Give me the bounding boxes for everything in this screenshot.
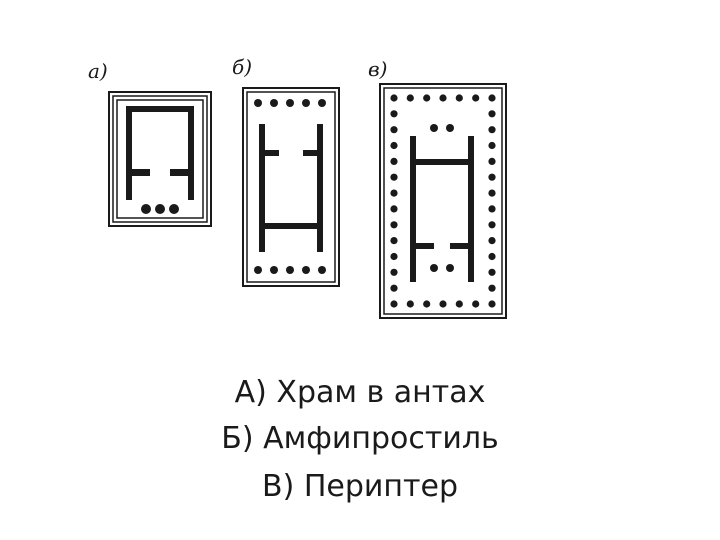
plan-c-peristyle-column bbox=[390, 189, 398, 197]
plan-b-column bbox=[286, 266, 294, 274]
plan-b-front-wall-right bbox=[303, 150, 323, 156]
plan-a-cella-wall bbox=[126, 106, 194, 200]
plan-c-peristyle-column bbox=[406, 94, 414, 102]
plan-c-peristyle-column bbox=[390, 110, 398, 118]
plan-a-temple-in-antis: а) bbox=[88, 59, 212, 227]
plan-c-peristyle-column bbox=[390, 268, 398, 276]
plan-c-peristyle-column bbox=[488, 173, 496, 181]
plan-c-peristyle-column bbox=[390, 94, 398, 102]
plan-c-column bbox=[430, 124, 438, 132]
plan-a-column bbox=[155, 204, 165, 214]
plan-b-label: б) bbox=[232, 55, 252, 79]
plan-c-peristyle-column bbox=[390, 141, 398, 150]
plan-c-peristyle-column bbox=[439, 300, 447, 308]
plan-c-peristyle-column bbox=[488, 300, 496, 308]
plan-c-peristyle-column bbox=[488, 110, 496, 118]
plan-a-stylobate-inner bbox=[116, 99, 204, 219]
plan-a-stylobate-outer bbox=[108, 91, 212, 227]
plan-c-peristyle-column bbox=[488, 157, 496, 165]
plan-c-front-wall-left bbox=[416, 243, 434, 249]
plan-b-column bbox=[302, 99, 310, 107]
plan-c-peristyle-column bbox=[488, 268, 496, 276]
plan-c-peristyle-column bbox=[423, 300, 431, 308]
plan-c-column bbox=[446, 264, 454, 272]
plan-c-peristyle-column bbox=[390, 221, 398, 229]
plan-c-cella-wall-left bbox=[410, 136, 416, 282]
plan-a-front-wall-left bbox=[132, 169, 150, 176]
plan-c-peristyle bbox=[390, 94, 496, 308]
plan-c-peristyle-column bbox=[472, 94, 480, 102]
plan-c-peristyle-column bbox=[390, 284, 398, 292]
plan-c-peristyle-column bbox=[390, 252, 398, 261]
plan-c-inner-wall bbox=[410, 159, 474, 165]
plan-c-peristyle-column bbox=[488, 141, 496, 150]
plan-c-peristyle-column bbox=[488, 205, 496, 213]
plan-a-label: а) bbox=[88, 59, 108, 83]
caption-temple-in-antis: А) Храм в антах bbox=[234, 375, 486, 410]
plan-b-column bbox=[318, 266, 326, 274]
plan-a-column bbox=[141, 204, 151, 214]
plan-a-stylobate-mid bbox=[112, 95, 208, 223]
caption-amphiprostyle: Б) Амфипростиль bbox=[221, 421, 499, 456]
plan-c-peristyle-column bbox=[439, 94, 447, 102]
plan-b-amphiprostyle: б) bbox=[232, 55, 340, 287]
plan-b-stylobate-outer bbox=[242, 87, 340, 287]
plan-c-peristyle-column bbox=[488, 237, 496, 245]
plan-c-peristyle-column bbox=[488, 94, 496, 102]
plan-c-peristyle-column bbox=[455, 94, 463, 102]
plan-a-column bbox=[169, 204, 179, 214]
plan-b-column bbox=[254, 99, 262, 107]
plan-c-stylobate-inner bbox=[383, 87, 503, 315]
plan-c-stylobate-outer bbox=[379, 83, 507, 319]
plan-c-peristyle-column bbox=[390, 126, 398, 134]
plan-c-column bbox=[430, 264, 438, 272]
plan-c-peristyle-column bbox=[488, 252, 496, 261]
plan-b-column bbox=[254, 266, 262, 274]
plan-a-front-wall-right bbox=[170, 169, 188, 176]
plan-c-peristyle-column bbox=[488, 189, 496, 197]
plan-b-cella-wall-right bbox=[317, 124, 323, 252]
plan-c-peristyle-column bbox=[488, 221, 496, 229]
plan-b-front-wall-left bbox=[259, 150, 279, 156]
plan-c-front-wall-right bbox=[450, 243, 468, 249]
plan-c-peristyle-column bbox=[423, 94, 431, 102]
plan-c-peristyle-column bbox=[472, 300, 480, 308]
plan-c-peristyle-column bbox=[390, 300, 398, 308]
plan-c-peristyle-column bbox=[390, 173, 398, 181]
plan-c-peristyle-column bbox=[488, 284, 496, 292]
plan-c-label: в) bbox=[368, 57, 387, 81]
caption-peripteros: В) Периптер bbox=[262, 469, 458, 504]
temple-plans-diagram: а) б) в) bbox=[88, 55, 507, 319]
plan-c-peristyle-column bbox=[455, 300, 463, 308]
plan-b-rear-wall bbox=[259, 223, 323, 229]
plan-c-peristyle-column bbox=[390, 237, 398, 245]
plan-c-peristyle-column bbox=[390, 205, 398, 213]
plan-b-cella-wall-left bbox=[259, 124, 265, 252]
plan-b-column bbox=[270, 99, 278, 107]
plan-c-cella-wall-right bbox=[468, 136, 474, 282]
plan-b-column bbox=[302, 266, 310, 274]
plan-b-stylobate-inner bbox=[246, 91, 336, 283]
plan-b-column bbox=[286, 99, 294, 107]
plan-b-column bbox=[318, 99, 326, 107]
plan-c-peristyle-column bbox=[488, 126, 496, 134]
plan-c-column bbox=[446, 124, 454, 132]
plan-b-column bbox=[270, 266, 278, 274]
plan-c-peristyle-column bbox=[406, 300, 414, 308]
plan-c-peripteros: в) bbox=[368, 57, 507, 319]
plan-c-peristyle-column bbox=[390, 157, 398, 165]
